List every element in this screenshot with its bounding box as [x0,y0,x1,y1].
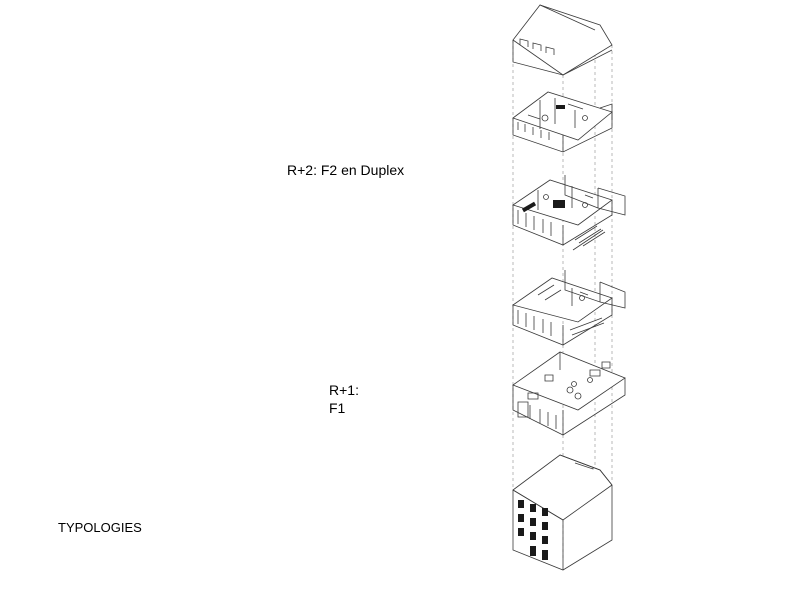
label-r2-f2-duplex: R+2: F2 en Duplex [287,162,405,178]
label-typologies: TYPOLOGIES [58,520,142,535]
duplex-upper-floor [513,92,612,152]
label-r1: R+1: [329,382,359,398]
roof-layer [513,5,612,75]
building-volume [513,455,612,570]
r2-floor [513,270,625,345]
duplex-lower-floor [513,175,625,250]
label-r1-f1: F1 [329,400,346,416]
r1-floor [513,352,625,435]
